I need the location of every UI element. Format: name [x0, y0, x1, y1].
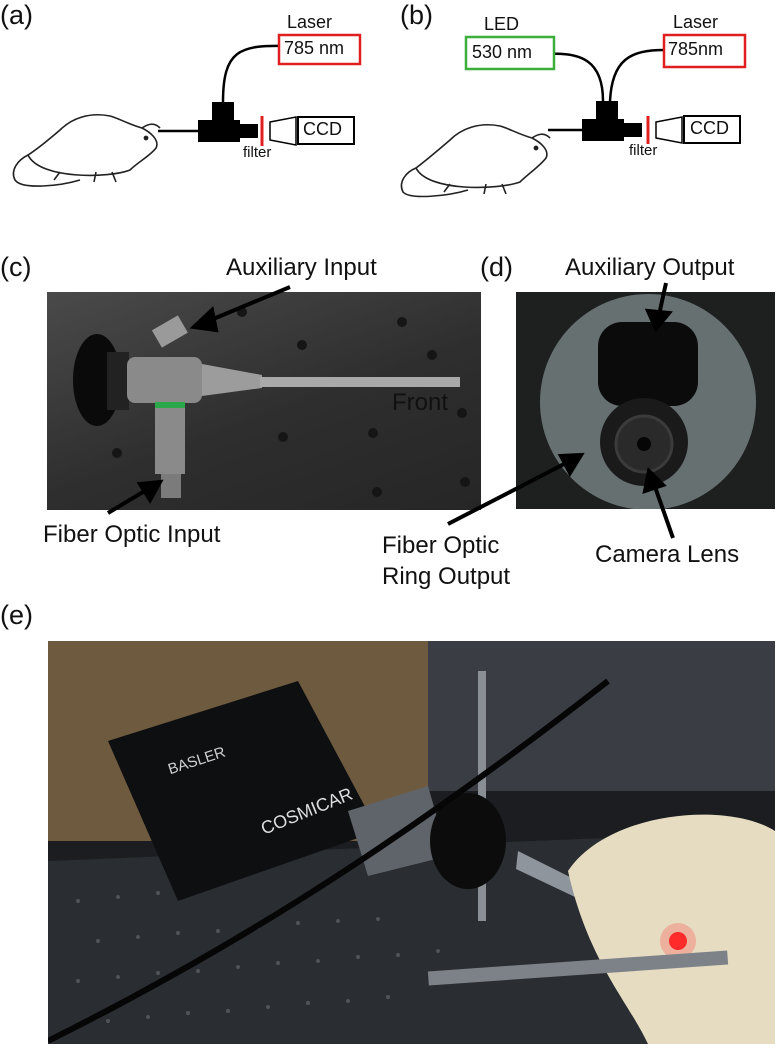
- front-label: Front: [392, 389, 449, 416]
- endoscope-photo: [47, 292, 481, 510]
- fiber-cable: [48, 678, 610, 1044]
- coupler-neck-a: [240, 124, 258, 138]
- fiber-input-tube: [155, 402, 185, 474]
- endoscope-drawing: [73, 307, 470, 498]
- led-title-b: LED: [484, 14, 520, 34]
- led-box-b: [464, 35, 556, 71]
- lens-icon-b: [655, 116, 683, 144]
- coupler-riser-b: [596, 101, 618, 121]
- panel-a-letter: (a): [0, 0, 33, 30]
- rat-e: [568, 814, 775, 1044]
- endoscope-eyepiece-e: [430, 793, 506, 889]
- tip-drawing: [540, 294, 756, 509]
- setup-drawing: [48, 641, 775, 1044]
- aux-output-channel: [598, 322, 698, 406]
- ccd-box-a: [297, 116, 355, 145]
- endoscope-cone: [202, 364, 262, 396]
- filter-label-a: filter: [243, 144, 272, 161]
- camera-lens-label: Camera Lens: [595, 541, 740, 568]
- laser-fiber-b: [608, 48, 665, 102]
- ccd-label-b: CCD: [690, 118, 729, 138]
- fiber-optic-ring-output-line1: Fiber Optic: [382, 532, 500, 559]
- panel-c-letter: (c): [0, 252, 32, 282]
- panel-a-diagram: [12, 33, 362, 187]
- endoscope-body: [127, 357, 202, 403]
- aux-port: [151, 315, 188, 348]
- auxiliary-output-label: Auxiliary Output: [565, 254, 735, 281]
- coupler-riser-a: [212, 102, 234, 122]
- ccd-label-a: CCD: [303, 119, 342, 139]
- led-fiber-b: [547, 52, 605, 102]
- coupler-neck-b: [624, 123, 642, 137]
- laser-title-a: Laser: [287, 12, 333, 32]
- green-ring: [155, 402, 185, 408]
- laser-title-b: Laser: [673, 12, 719, 32]
- laser-box-b: [662, 33, 747, 69]
- holder-bar: [427, 950, 729, 986]
- lens-icon-a: [269, 116, 297, 146]
- led-wavelength-b: 530 nm: [472, 42, 533, 62]
- panel-d-letter: (d): [480, 252, 513, 282]
- table-hole-grid: [76, 889, 440, 1023]
- eyepiece-ring: [107, 352, 129, 410]
- panel-b-diagram: [400, 33, 747, 198]
- ccd-box-b: [683, 115, 741, 144]
- coupler-block-a: [198, 120, 240, 142]
- panel-e-letter: (e): [0, 600, 33, 630]
- laser-wavelength-a: 785 nm: [284, 38, 345, 58]
- camera-lens-center: [637, 437, 651, 451]
- auxiliary-input-label: Auxiliary Input: [226, 254, 377, 281]
- post: [478, 671, 486, 921]
- endoscope-shaft: [260, 377, 460, 387]
- led-spot: [669, 932, 687, 950]
- coupler-block-b: [582, 119, 624, 141]
- endoscope-tip-photo: [516, 292, 775, 509]
- laser-wavelength-b: 785nm: [668, 39, 724, 59]
- fiber-optic-input-label: Fiber Optic Input: [43, 521, 221, 548]
- panel-b-letter: (b): [400, 0, 433, 30]
- fiber-optic-ring-output-line2: Ring Output: [382, 563, 511, 590]
- camera-body: [108, 681, 378, 901]
- filter-label-b: filter: [629, 142, 658, 159]
- rat-b-icon: [400, 124, 551, 198]
- laser-box-a: [277, 33, 362, 66]
- laser-fiber-a: [221, 44, 286, 103]
- setup-photo: [48, 641, 775, 1044]
- fiber-input-tip: [161, 474, 181, 498]
- rat-a-icon: [12, 114, 161, 187]
